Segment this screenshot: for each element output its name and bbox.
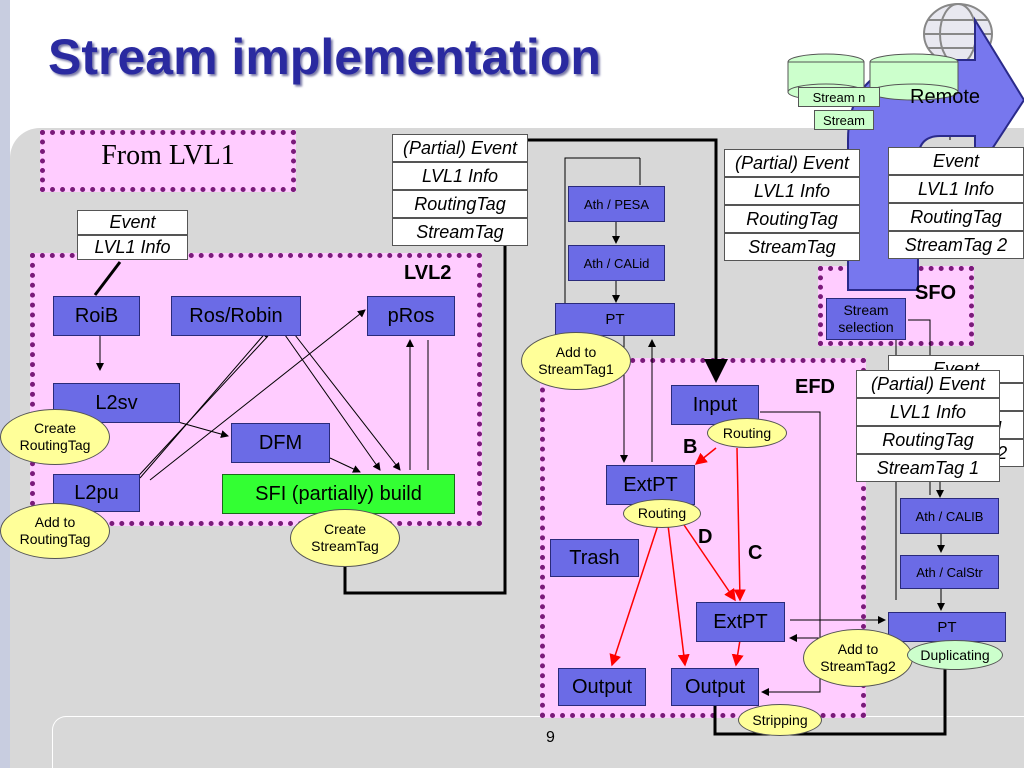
partial-event-cell: (Partial) Event (392, 134, 528, 162)
routing-tag-cell: RoutingTag (392, 190, 528, 218)
sfo-label: SFO (915, 282, 957, 304)
remote-label: Remote (910, 86, 981, 108)
ath-calstr-node: Ath / CalStr (900, 555, 999, 589)
path-label-b: B (683, 436, 698, 458)
routing-ellipse: Routing (623, 499, 701, 528)
stream-selection-label: Stream selection (838, 302, 894, 335)
stripping-ellipse: Stripping (738, 704, 822, 736)
stream-tag-2-cell: StreamTag 2 (888, 231, 1024, 259)
slide-left-bar (0, 0, 10, 768)
partial-event-cell: (Partial) Event (724, 149, 860, 177)
stream-cut-label: Stream (814, 110, 874, 130)
create-streamtag-ellipse: Create StreamTag (290, 509, 400, 567)
l2pu-node: L2pu (53, 474, 140, 512)
lvl1-info-cell: LVL1 Info (888, 175, 1024, 203)
pt-node: PT (555, 303, 675, 336)
lvl2-label: LVL2 (404, 262, 452, 284)
duplicating-ellipse: Duplicating (907, 640, 1003, 670)
ath-pesa-node: Ath / PESA (568, 186, 665, 222)
page-number: 9 (546, 729, 555, 746)
dfm-node: DFM (231, 423, 330, 463)
path-label-c: C (748, 542, 763, 564)
trash-node: Trash (550, 539, 639, 577)
ath-calid-node: Ath / CALid (568, 245, 665, 281)
ros-robin-node: Ros/Robin (171, 296, 301, 336)
event-cell: Event (888, 147, 1024, 175)
stream-tag-1-cell: StreamTag 1 (856, 454, 1000, 482)
pt-node: PT (888, 612, 1006, 642)
add-routingtag-ellipse: Add to RoutingTag (0, 503, 110, 559)
pros-node: pRos (367, 296, 455, 336)
add-streamtag1-ellipse: Add to StreamTag1 (521, 332, 631, 390)
lvl1-info-cell: LVL1 Info (77, 235, 188, 260)
path-label-d: D (698, 526, 713, 548)
from-lvl1-box (40, 130, 296, 192)
routing-ellipse: Routing (707, 418, 787, 448)
output-node: Output (671, 668, 759, 706)
routing-tag-cell: RoutingTag (856, 426, 1000, 454)
page-title: Stream implementation (48, 29, 601, 85)
efd-label: EFD (795, 376, 835, 398)
extpt-node: ExtPT (606, 465, 695, 505)
create-routingtag-ellipse: Create RoutingTag (0, 409, 110, 465)
add-streamtag2-ellipse: Add to StreamTag2 (803, 629, 913, 687)
lvl1-info-cell: LVL1 Info (392, 162, 528, 190)
from-lvl1-label: From LVL1 (101, 140, 235, 171)
partial-event-cell: (Partial) Event (856, 370, 1000, 398)
output-node: Output (558, 668, 646, 706)
stream-tag-cell: StreamTag (724, 233, 860, 261)
roib-node: RoiB (53, 296, 140, 336)
routing-tag-cell: RoutingTag (888, 203, 1024, 231)
lvl1-info-cell: LVL1 Info (724, 177, 860, 205)
slide-footer-line (52, 716, 1024, 768)
routing-tag-cell: RoutingTag (724, 205, 860, 233)
stream-tag-cell: StreamTag (392, 218, 528, 246)
stream-n-label: Stream n (798, 87, 880, 107)
stream-selection-node: Stream selection (826, 298, 906, 340)
event-cell: Event (77, 210, 188, 235)
lvl1-info-cell: LVL1 Info (856, 398, 1000, 426)
sfi-node: SFI (partially) build (222, 474, 455, 514)
extpt-node: ExtPT (696, 602, 785, 642)
ath-calib-node: Ath / CALIB (900, 498, 999, 534)
